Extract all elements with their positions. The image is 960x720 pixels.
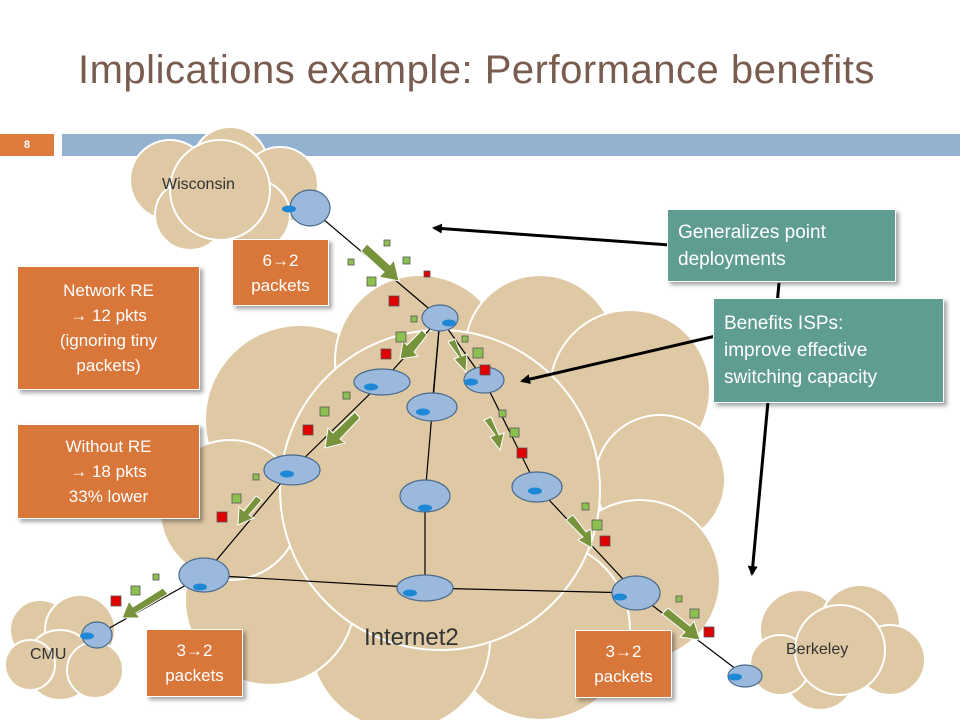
without-re-line2: → 18 pkts [70, 462, 147, 481]
network-re-line4: packets) [76, 356, 141, 375]
callout-arrow-generalizes [432, 223, 671, 247]
generalizes-line2: deployments [678, 248, 786, 270]
router-berkeley [727, 664, 763, 688]
traffic-arrow-3 [447, 338, 468, 374]
packets-box-top: 6→2 packets [232, 239, 329, 306]
internet2-label: Internet2 [364, 624, 459, 651]
wisconsin-label: Wisconsin [162, 176, 235, 193]
benefits-line1: Benefits ISPs: [724, 313, 844, 334]
router-bottom-left [178, 557, 230, 593]
traffic-arrow-6 [483, 416, 505, 452]
benefits-line2: improve effective [724, 340, 868, 361]
packets-box-right-line1: 3→2 [605, 642, 642, 661]
without-re-line3: 33% lower [68, 487, 149, 506]
router-wisconsin [289, 189, 331, 227]
traffic-arrow-4 [324, 411, 361, 449]
packets-box-top-line2: packets [251, 275, 310, 295]
wisconsin-cloud [129, 126, 319, 251]
router-ports [80, 205, 742, 681]
network-re-box: Network RE → 12 pkts (ignoring tiny pack… [17, 266, 200, 390]
berkeley-label: Berkeley [786, 641, 849, 658]
slide-number: 8 [0, 134, 54, 156]
network-re-line3: (ignoring tiny [59, 331, 158, 350]
router-left-mid [263, 454, 321, 486]
traffic-arrow-2 [399, 329, 428, 360]
traffic-arrows [121, 243, 701, 641]
without-re-line1: Without RE [65, 437, 152, 456]
cmu-label: CMU [30, 646, 67, 663]
packets-box-top-line1: 6→2 [262, 250, 299, 270]
packets-box-right: 3→2 packets [575, 630, 672, 698]
benefits-box: Benefits ISPs: improve effective switchi… [713, 298, 944, 403]
traffic-arrow-8 [121, 587, 169, 619]
traffic-arrow-5 [237, 495, 263, 526]
packets-box-left: 3→2 packets [146, 629, 243, 697]
traffic-arrow-9 [661, 607, 701, 641]
router-top [421, 304, 459, 332]
router-center-upper [406, 392, 458, 422]
router-bottom-center [396, 574, 454, 602]
benefits-line3: switching capacity [724, 367, 878, 388]
without-re-box: Without RE → 18 pkts 33% lower [17, 424, 200, 519]
slide-title: Implications example: Performance benefi… [78, 48, 875, 92]
packets-box-right-line2: packets [594, 667, 653, 686]
network-re-line1: Network RE [63, 281, 154, 300]
router-bottom-right [611, 575, 661, 611]
traffic-arrow-7 [565, 514, 593, 549]
traffic-arrow-1 [360, 243, 400, 282]
network-re-line2: → 12 pkts [70, 306, 147, 325]
router-right-mid [511, 471, 563, 503]
generalizes-line1: Generalizes point [678, 221, 826, 243]
packets-box-left-line1: 3→2 [176, 641, 213, 660]
router-center-mid [399, 479, 451, 513]
generalizes-box: Generalizes point deployments [667, 209, 896, 282]
callout-arrow-benefits [520, 333, 721, 385]
cmu-cloud [4, 594, 124, 701]
routers [81, 189, 763, 688]
berkeley-cloud [749, 584, 926, 711]
packets-box-left-line2: packets [165, 666, 224, 685]
packets [110, 239, 715, 638]
router-left-upper [353, 368, 411, 396]
